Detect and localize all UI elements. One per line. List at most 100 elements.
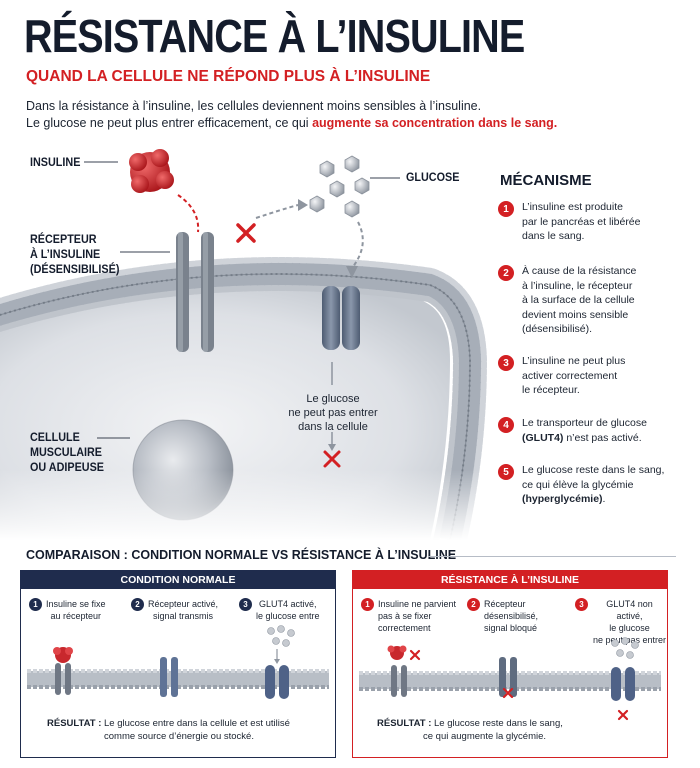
step-number: 3 (498, 355, 514, 371)
step-line: désensibilisé, (484, 611, 539, 621)
normal-step-2: 2 Récepteur activé, signal transmis (131, 598, 218, 622)
mechanism-step-2: 2 À cause de la résistance à l’insuline,… (498, 264, 688, 337)
step-text: Insuline ne parvient pas à se fixer corr… (378, 598, 456, 634)
panel-resistance-header: RÉSISTANCE À L’INSULINE (353, 571, 667, 589)
step-line: à l’insuline, le récepteur (522, 279, 633, 292)
step-line: signal transmis (153, 611, 214, 621)
label-insuline: INSULINE (30, 155, 81, 169)
step-line: Le glucose reste dans le sang, (522, 464, 665, 476)
glut4-transporter (322, 286, 360, 350)
label-cell-line-1: CELLULE (30, 430, 80, 444)
step-line: Insuline ne parvient (378, 599, 457, 609)
resistance-membrane-illustration (359, 637, 661, 721)
glucose-note-line-1: Le glucose (306, 393, 360, 405)
result-line-2: ce qui augmente la glycémie. (423, 731, 547, 742)
step-line: Récepteur activé, (148, 599, 219, 609)
step-line: (GLUT4) n’est pas activé. (522, 431, 647, 446)
intro-text: Dans la résistance à l’insuline, les cel… (26, 98, 686, 132)
step-number: 3 (239, 598, 252, 611)
step-text: Récepteur activé, signal transmis (148, 598, 218, 622)
glucose-note-line-2: ne peut pas entrer (288, 407, 378, 419)
resistance-step-1: 1 Insuline ne parvient pas à se fixer co… (361, 598, 456, 634)
cell-diagram (0, 149, 700, 540)
intro-line-2: Le glucose ne peut plus entrer efficacem… (26, 115, 686, 132)
normal-step-1: 1 Insuline se fixe au récepteur (29, 598, 106, 622)
normal-membrane-illustration (27, 625, 329, 699)
mechanism-step-5: 5 Le glucose reste dans le sang, ce qui … (498, 463, 688, 507)
panel-normal-header: CONDITION NORMALE (21, 571, 335, 589)
step-line: correctement (378, 623, 431, 633)
step-number: 2 (467, 598, 480, 611)
intro-line-2-plain: Le glucose ne peut plus entrer efficacem… (26, 116, 313, 130)
intro-line-2-bold: augmente sa concentration dans le sang. (312, 116, 558, 130)
step-line: L’insuline ne peut plus (522, 355, 626, 367)
step-text: À cause de la résistance à l’insuline, l… (522, 264, 636, 337)
result-line-2: comme source d’énergie ou stocké. (104, 731, 254, 742)
step-text: Récepteur désensibilisé, signal bloqué (484, 598, 538, 634)
step-line: L’insuline est produite (522, 201, 623, 213)
label-receptor: RÉCEPTEUR À L’INSULINE (DÉSENSIBILISÉ) (30, 232, 119, 277)
step-line: au récepteur (50, 611, 102, 621)
blocked-x-receptor (236, 223, 256, 243)
step-line: Le transporteur de glucose (522, 417, 647, 429)
mechanism-step-3: 3 L’insuline ne peut plus activer correc… (498, 354, 688, 398)
panel-resistance: RÉSISTANCE À L’INSULINE 1 Insuline ne pa… (352, 570, 668, 758)
step-text: Le transporteur de glucose (GLUT4) n’est… (522, 416, 647, 445)
step-line: ce qui élève la glycémie (522, 478, 634, 491)
step-text: Le glucose reste dans le sang, ce qui él… (522, 463, 664, 507)
step-line: Insuline se fixe (46, 599, 106, 609)
glucose-molecules (309, 155, 370, 218)
step-line: (désensibilisé). (522, 323, 593, 335)
step-line: signal bloqué (484, 623, 538, 633)
step-line: pas à se fixer (378, 611, 432, 621)
step-line: (hyperglycémie). (522, 492, 664, 507)
step-line: le récepteur. (522, 384, 580, 396)
step-line: à la surface de la cellule (522, 294, 635, 306)
step-after-bold: n’est pas activé. (563, 431, 642, 444)
step-line: ne peut pas entrer (592, 635, 667, 645)
blocked-x-glucose (323, 450, 341, 468)
step-bold: (GLUT4) (522, 431, 564, 444)
result-text: Le glucose entre dans la cellule et est … (101, 718, 290, 729)
step-text: L’insuline est produite par le pancréas … (522, 200, 641, 244)
comparison-divider (428, 556, 676, 557)
label-cell-line-3: OU ADIPEUSE (30, 460, 105, 474)
label-cell: CELLULE MUSCULAIRE OU ADIPEUSE (30, 430, 104, 475)
step-line: Récepteur (484, 599, 526, 609)
step-line: le glucose entre (256, 611, 320, 621)
step-text: L’insuline ne peut plus activer correcte… (522, 354, 625, 398)
step-line: GLUT4 activé, (259, 599, 317, 609)
step-number: 2 (498, 265, 514, 281)
glucose-note: Le glucose ne peut pas entrer dans la ce… (278, 392, 388, 434)
step-line: GLUT4 non activé, (606, 599, 653, 621)
label-receptor-line-3: (DÉSENSIBILISÉ) (30, 262, 120, 276)
panel-normal: CONDITION NORMALE 1 Insuline se fixe au … (20, 570, 336, 758)
step-line: À cause de la résistance (522, 265, 637, 277)
label-cell-line-2: MUSCULAIRE (30, 445, 102, 459)
step-number: 1 (29, 598, 42, 611)
insulin-molecule (129, 149, 174, 193)
page-subtitle: QUAND LA CELLULE NE RÉPOND PLUS À L’INSU… (26, 68, 431, 85)
result-text: Le glucose reste dans le sang, (431, 718, 563, 729)
step-number: 5 (498, 464, 514, 480)
step-number: 2 (131, 598, 144, 611)
step-bold: (hyperglycémie) (522, 493, 603, 505)
mechanism-step-4: 4 Le transporteur de glucose (GLUT4) n’e… (498, 416, 688, 445)
step-line: activer correctement (522, 369, 618, 382)
mechanism-title: MÉCANISME (500, 172, 592, 189)
label-glucose: GLUCOSE (406, 170, 460, 184)
step-line: le glucose (609, 623, 650, 633)
step-number: 1 (361, 598, 374, 611)
step-line: devient moins sensible (522, 308, 629, 321)
step-number: 1 (498, 201, 514, 217)
glucose-note-line-3: dans la cellule (298, 421, 368, 433)
normal-step-3: 3 GLUT4 activé, le glucose entre (239, 598, 320, 622)
comparison-heading: COMPARAISON : CONDITION NORMALE VS RÉSIS… (26, 548, 457, 562)
page-title: RÉSISTANCE À L’INSULINE (24, 10, 525, 62)
resistance-step-3: 3 GLUT4 non activé, le glucose ne peut p… (575, 598, 667, 646)
normal-result: RÉSULTAT : Le glucose entre dans la cell… (47, 717, 327, 743)
result-line-1: RÉSULTAT : Le glucose entre dans la cell… (47, 717, 327, 730)
step-number: 4 (498, 417, 514, 433)
result-line-1: RÉSULTAT : Le glucose reste dans le sang… (377, 717, 663, 730)
step-line: par le pancréas et libérée (522, 215, 641, 228)
